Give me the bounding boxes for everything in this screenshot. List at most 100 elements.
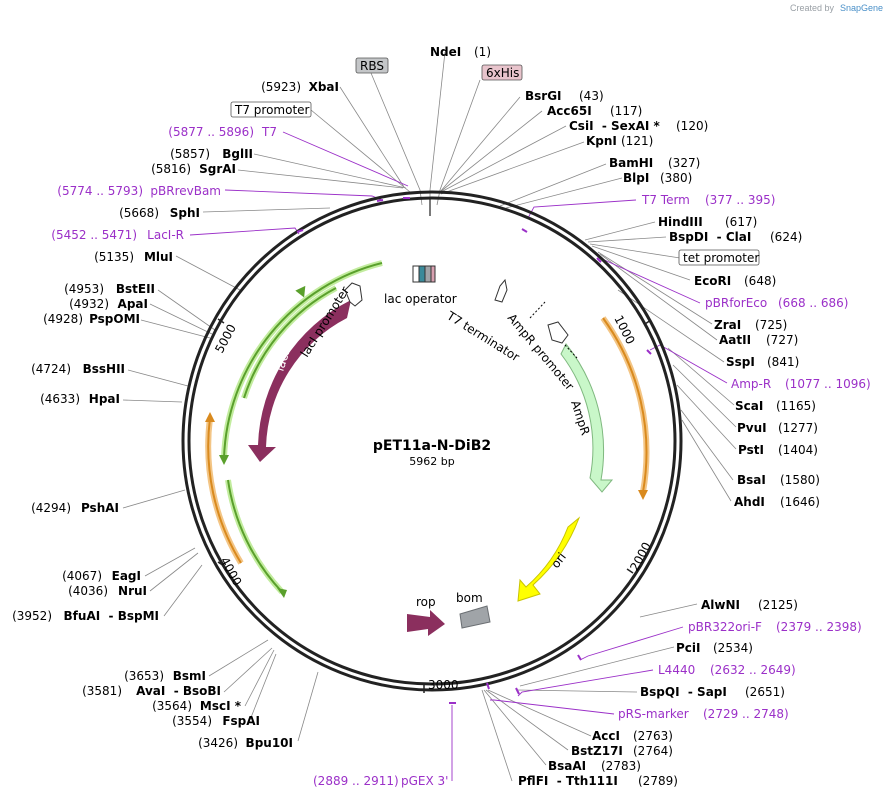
- svg-text:(327): (327): [668, 156, 700, 170]
- svg-text:(1165): (1165): [776, 399, 816, 413]
- primer-pBR322ori: pBR322ori-F: [688, 620, 762, 634]
- svg-text:(3426): (3426): [198, 736, 238, 750]
- rbs-label: RBS: [360, 59, 384, 73]
- snapgene-logo: SnapGene: [840, 3, 883, 13]
- site-MscI: MscI *: [200, 699, 242, 713]
- site-ApaI: ApaI: [118, 297, 148, 311]
- primer-AmpR: Amp-R: [731, 377, 771, 391]
- svg-text:(2764): (2764): [633, 744, 673, 758]
- rop-feature[interactable]: [407, 610, 445, 636]
- ori-feature[interactable]: [517, 516, 581, 602]
- site-BsrGI: BsrGI: [525, 89, 562, 103]
- svg-text:(2534): (2534): [713, 641, 753, 655]
- right-site-labels: NdeI (1) BsrGI (43) Acc65I (117) CsiI - …: [313, 45, 871, 788]
- site-AhdI: AhdI: [734, 495, 765, 509]
- primer-T7: T7: [261, 125, 277, 139]
- svg-text:(1580): (1580): [780, 473, 820, 487]
- svg-text:(380): (380): [660, 171, 692, 185]
- svg-text:(121): (121): [621, 134, 653, 148]
- svg-text:(5668): (5668): [119, 206, 159, 220]
- site-ScaI: ScaI: [735, 399, 763, 413]
- bom-feature[interactable]: [459, 605, 491, 629]
- svg-text:(1646): (1646): [780, 495, 820, 509]
- svg-text:(4294): (4294): [31, 501, 71, 515]
- svg-text:(2763): (2763): [633, 729, 673, 743]
- svg-text:(3564): (3564): [152, 699, 192, 713]
- site-CsiI: CsiI - SexAI *: [569, 119, 660, 133]
- site-NdeI: NdeI: [430, 45, 461, 59]
- site-BstEII: BstEII: [116, 282, 155, 296]
- tet-promoter-label: tet promoter: [683, 251, 759, 265]
- svg-text:(5816): (5816): [151, 162, 191, 176]
- lacI-feature[interactable]: [248, 300, 351, 462]
- bom-label: bom: [456, 591, 483, 605]
- ampR-feature[interactable]: [560, 343, 614, 493]
- svg-text:(4036): (4036): [68, 584, 108, 598]
- lacI-promoter-arrow[interactable]: [344, 282, 363, 307]
- site-BspDI: BspDI - ClaI: [669, 230, 751, 244]
- lac-operator-label: lac operator: [384, 292, 457, 306]
- svg-text:(1): (1): [474, 45, 491, 59]
- t7-promoter-label: T7 promoter: [234, 103, 310, 117]
- svg-text:(4067): (4067): [62, 569, 102, 583]
- svg-text:(2125): (2125): [758, 598, 798, 612]
- site-AatII: AatII: [719, 333, 751, 347]
- site-XbaI: XbaI: [309, 80, 339, 94]
- svg-text:(1404): (1404): [778, 443, 818, 457]
- site-NruI: NruI: [118, 584, 147, 598]
- site-BlpI: BlpI: [623, 171, 649, 185]
- lac-operator-box[interactable]: [418, 265, 426, 283]
- site-SspI: SspI: [726, 355, 755, 369]
- backbone-outer: [181, 190, 683, 692]
- site-EcoRI: EcoRI: [694, 274, 731, 288]
- site-AvaI: AvaI - BsoBI: [136, 684, 221, 698]
- site-BstZ17I: BstZ17I: [571, 744, 623, 758]
- site-BssHII: BssHII: [83, 362, 125, 376]
- svg-text:(4633): (4633): [40, 392, 80, 406]
- tick-3000: 3000: [428, 678, 459, 692]
- svg-text:(5857): (5857): [170, 147, 210, 161]
- credit-prefix: Created by: [790, 3, 835, 13]
- site-SphI: SphI: [170, 206, 200, 220]
- plasmid-name: pET11a-N-DiB2: [373, 438, 491, 454]
- thin-feature-arrows: [205, 260, 650, 598]
- svg-text:(668 .. 686): (668 .. 686): [778, 296, 848, 310]
- svg-text:(2651): (2651): [745, 685, 785, 699]
- svg-text:(5923): (5923): [261, 80, 301, 94]
- svg-text:(1077 .. 1096): (1077 .. 1096): [785, 377, 871, 391]
- svg-text:(4932): (4932): [69, 297, 109, 311]
- site-connectors: [122, 51, 737, 782]
- site-KpnI: KpnI: [586, 134, 617, 148]
- site-AlwNI: AlwNI: [701, 598, 740, 612]
- t7-terminator-arrow[interactable]: [494, 278, 508, 303]
- t7-promoter-box[interactable]: [412, 265, 420, 283]
- svg-text:(120): (120): [676, 119, 708, 133]
- ampR-promoter-arrow[interactable]: [547, 321, 569, 344]
- primer-pGEX: pGEX 3': [401, 774, 448, 788]
- svg-text:(2632 .. 2649): (2632 .. 2649): [710, 663, 796, 677]
- svg-text:(2729 .. 2748): (2729 .. 2748): [703, 707, 789, 721]
- site-PflFI: PflFI - Tth111I: [518, 774, 618, 788]
- svg-text:(727): (727): [766, 333, 798, 347]
- site-Acc65I: Acc65I: [547, 104, 592, 118]
- site-SgrAI: SgrAI: [199, 162, 236, 176]
- site-PvuI: PvuI: [737, 421, 767, 435]
- site-PciI: PciI: [676, 641, 701, 655]
- svg-text:(3952): (3952): [12, 609, 52, 623]
- site-HpaI: HpaI: [89, 392, 120, 406]
- lacI-label: lacI: [273, 349, 293, 373]
- his-tag-label: 6xHis: [486, 66, 519, 80]
- rbs-box[interactable]: [424, 265, 432, 283]
- primer-L4440: L4440: [658, 663, 695, 677]
- plasmid-size: 5962 bp: [409, 455, 454, 468]
- primer-pBRforEco: pBRforEco: [705, 296, 767, 310]
- site-PstI: PstI: [738, 443, 764, 457]
- site-BsaI: BsaI: [737, 473, 766, 487]
- svg-text:(4953): (4953): [64, 282, 104, 296]
- svg-text:(2379 .. 2398): (2379 .. 2398): [776, 620, 862, 634]
- site-BspQI: BspQI - SapI: [640, 685, 727, 699]
- svg-text:(5452 .. 5471): (5452 .. 5471): [51, 228, 137, 242]
- his-box[interactable]: [430, 265, 436, 283]
- backbone-inner: [187, 196, 677, 686]
